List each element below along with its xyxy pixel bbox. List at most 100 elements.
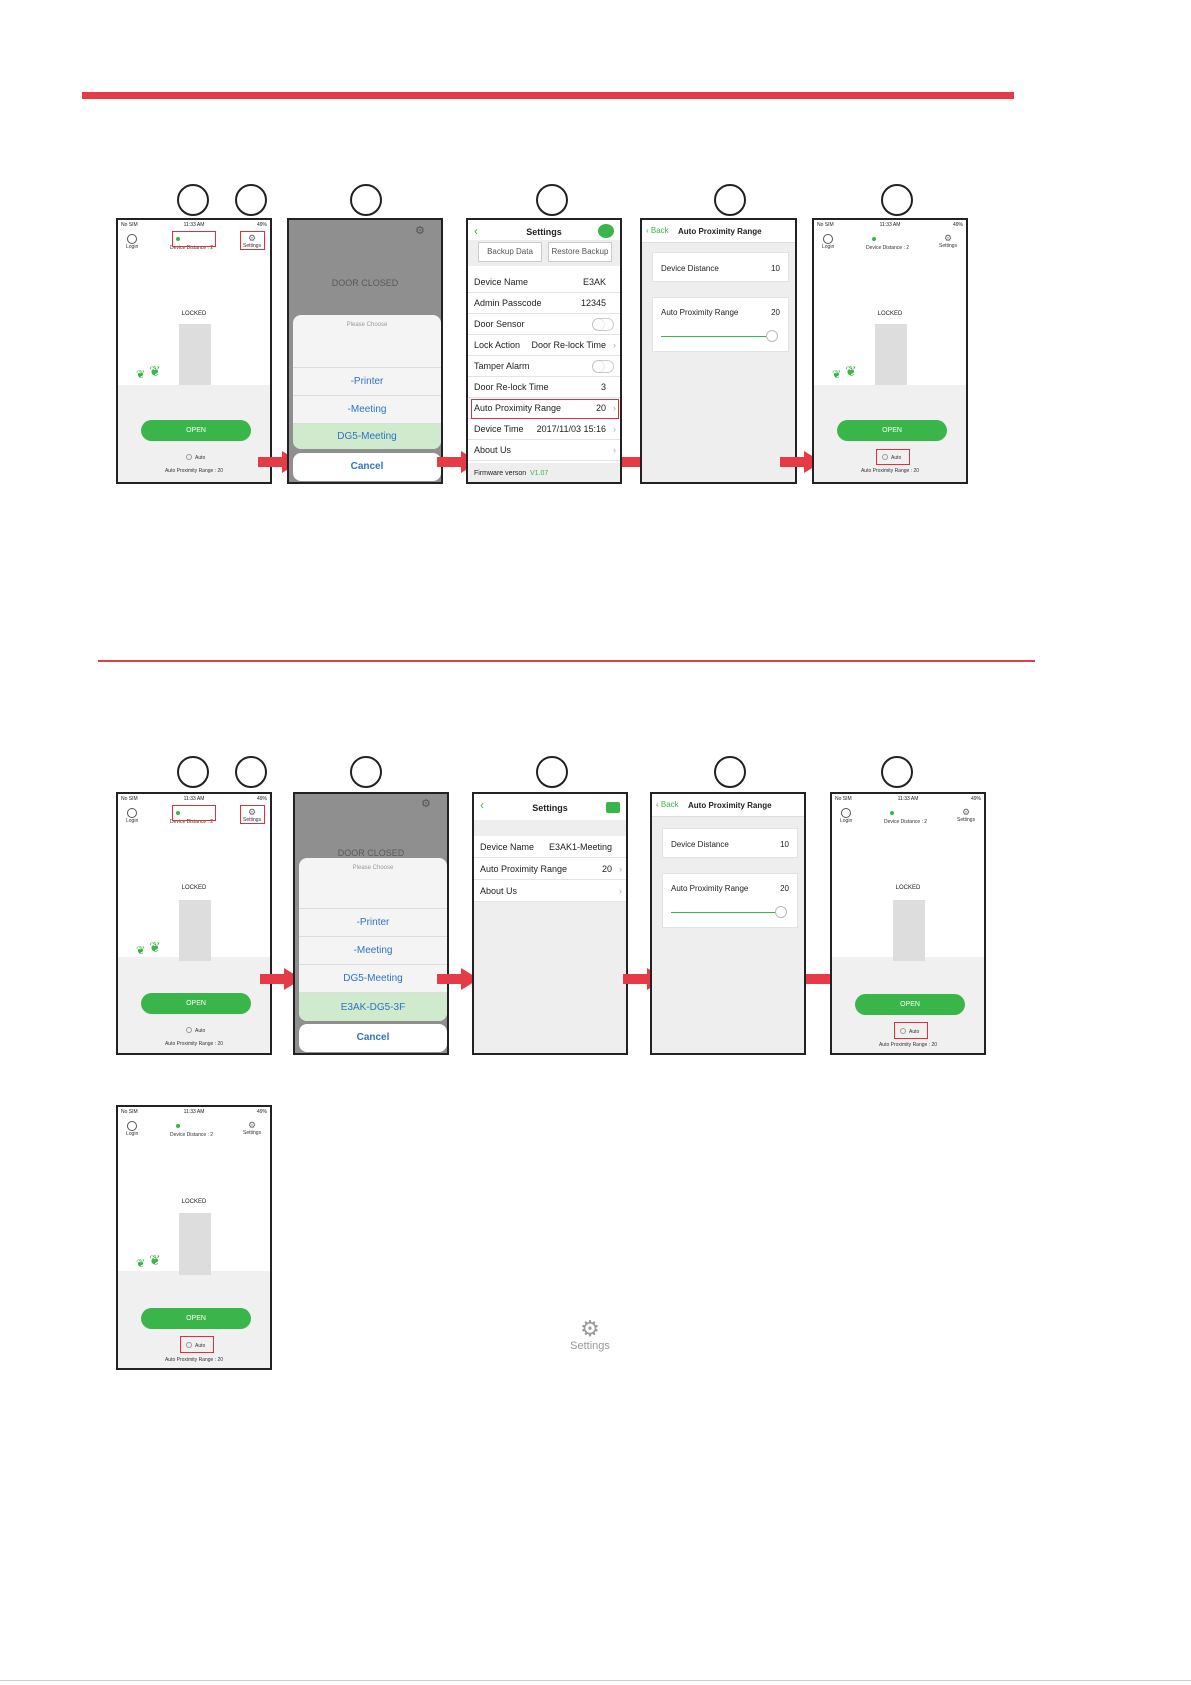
open-button[interactable]: OPEN bbox=[141, 1308, 251, 1329]
plant-icon: ❦ bbox=[136, 369, 146, 381]
book-icon[interactable] bbox=[606, 802, 620, 813]
cancel-button[interactable]: Cancel bbox=[293, 453, 441, 481]
range-value: 20 bbox=[780, 884, 789, 893]
auto-range-text: Auto Proximity Range : 20 bbox=[164, 1357, 224, 1363]
device-option-selected[interactable]: E3AK-DG5-3F bbox=[299, 992, 447, 1021]
range-label: Auto Proximity Range bbox=[661, 308, 739, 317]
highlight-box bbox=[894, 1022, 928, 1039]
settings-row[interactable]: Tamper Alarm bbox=[468, 356, 620, 377]
time-text: 11:33 AM bbox=[183, 222, 205, 228]
device-option[interactable]: -Printer bbox=[293, 367, 441, 395]
login-button[interactable]: Login bbox=[126, 1121, 138, 1137]
step-circle bbox=[235, 756, 267, 788]
login-button[interactable]: Login bbox=[126, 234, 138, 250]
device-option-label: -Meeting bbox=[347, 404, 387, 415]
back-label: Back bbox=[660, 800, 679, 809]
login-button[interactable]: Login bbox=[840, 808, 852, 824]
device-option-label: -Printer bbox=[350, 376, 384, 387]
signal-dot bbox=[872, 237, 876, 241]
auto-label: Auto bbox=[891, 455, 902, 461]
device-distance-value: 10 bbox=[771, 264, 780, 273]
settings-button[interactable]: ⚙ Settings bbox=[243, 808, 261, 824]
door-closed-text: DOOR CLOSED bbox=[331, 278, 399, 288]
plant-icon: ❦ bbox=[136, 945, 146, 957]
auto-radio[interactable] bbox=[882, 454, 888, 460]
auto-radio[interactable] bbox=[186, 1027, 192, 1033]
auto-label: Auto bbox=[195, 455, 206, 461]
book-icon[interactable] bbox=[598, 224, 614, 238]
settings-icon-standalone[interactable]: ⚙ Settings bbox=[562, 1318, 618, 1353]
settings-button[interactable]: ⚙ Settings bbox=[957, 808, 975, 824]
battery-text: 49% bbox=[952, 222, 963, 228]
open-button[interactable]: OPEN bbox=[855, 994, 965, 1015]
login-label: Login bbox=[822, 244, 835, 250]
door-graphic bbox=[179, 324, 211, 385]
step-circle bbox=[350, 184, 382, 216]
back-chevron-icon[interactable]: ‹ bbox=[474, 224, 478, 238]
open-button[interactable]: OPEN bbox=[141, 420, 251, 441]
highlight-box bbox=[180, 1336, 214, 1353]
row-value: 12345 bbox=[580, 298, 606, 308]
auto-radio[interactable] bbox=[900, 1028, 906, 1034]
login-button[interactable]: Login bbox=[126, 808, 138, 824]
device-option-label: DG5-Meeting bbox=[337, 431, 397, 442]
phone-device-chooser: DOOR CLOSED ⚙ Please Choose -Printer -Me… bbox=[287, 218, 443, 484]
backup-data-button[interactable]: Backup Data bbox=[478, 242, 542, 262]
settings-row[interactable]: About Us› bbox=[474, 880, 626, 902]
highlight-box bbox=[876, 449, 910, 465]
back-button[interactable]: ‹ Back bbox=[656, 800, 679, 809]
restore-backup-button[interactable]: Restore Backup bbox=[548, 242, 612, 262]
settings-button[interactable]: ⚙ Settings bbox=[243, 1121, 261, 1137]
settings-button[interactable]: ⚙ Settings bbox=[243, 234, 261, 250]
device-option[interactable]: -Meeting bbox=[299, 936, 447, 964]
step-circle bbox=[714, 184, 746, 216]
settings-row[interactable]: About Us› bbox=[468, 440, 620, 461]
device-distance-card: Device Distance 10 bbox=[662, 828, 798, 858]
row-value: E3AK bbox=[582, 277, 606, 287]
back-button[interactable]: ‹ Back bbox=[646, 226, 669, 235]
device-option[interactable]: -Meeting bbox=[293, 395, 441, 423]
door-graphic bbox=[179, 1213, 211, 1275]
device-option-selected[interactable]: DG5-Meeting bbox=[293, 423, 441, 449]
please-choose-text: Please Choose bbox=[346, 322, 388, 328]
open-button[interactable]: OPEN bbox=[837, 420, 947, 441]
row-label: About Us bbox=[474, 445, 512, 455]
login-button[interactable]: Login bbox=[822, 234, 834, 250]
battery-text: 49% bbox=[256, 796, 267, 802]
device-option-label: DG5-Meeting bbox=[343, 973, 403, 984]
signal-dot bbox=[176, 811, 180, 815]
door-sensor-toggle[interactable] bbox=[592, 318, 614, 331]
device-option[interactable]: -Printer bbox=[299, 908, 447, 936]
plant-icon: ❦ bbox=[832, 369, 842, 381]
auto-radio[interactable] bbox=[186, 454, 192, 460]
settings-button[interactable]: ⚙ Settings bbox=[939, 234, 957, 250]
carrier-text: No SIM bbox=[817, 222, 834, 228]
locked-status: LOCKED bbox=[181, 1199, 207, 1205]
door-graphic bbox=[875, 324, 907, 385]
back-chevron-icon[interactable]: ‹ bbox=[480, 798, 484, 812]
nav-bar bbox=[652, 794, 804, 817]
device-distance-label: Device Distance bbox=[671, 840, 729, 849]
cancel-button[interactable]: Cancel bbox=[299, 1024, 447, 1052]
open-button[interactable]: OPEN bbox=[141, 993, 251, 1014]
auto-radio[interactable] bbox=[186, 1342, 192, 1348]
range-slider-knob[interactable] bbox=[766, 330, 778, 342]
tamper-alarm-toggle[interactable] bbox=[592, 360, 614, 373]
settings-row[interactable]: Door Sensor bbox=[468, 314, 620, 335]
carrier-text: No SIM bbox=[835, 796, 852, 802]
please-choose-text: Please Choose bbox=[352, 865, 394, 871]
device-option[interactable]: DG5-Meeting bbox=[299, 964, 447, 992]
device-distance-card: Device Distance 10 bbox=[652, 252, 789, 282]
settings-icon-label: Settings bbox=[570, 1340, 610, 1352]
range-slider-knob[interactable] bbox=[775, 906, 787, 918]
